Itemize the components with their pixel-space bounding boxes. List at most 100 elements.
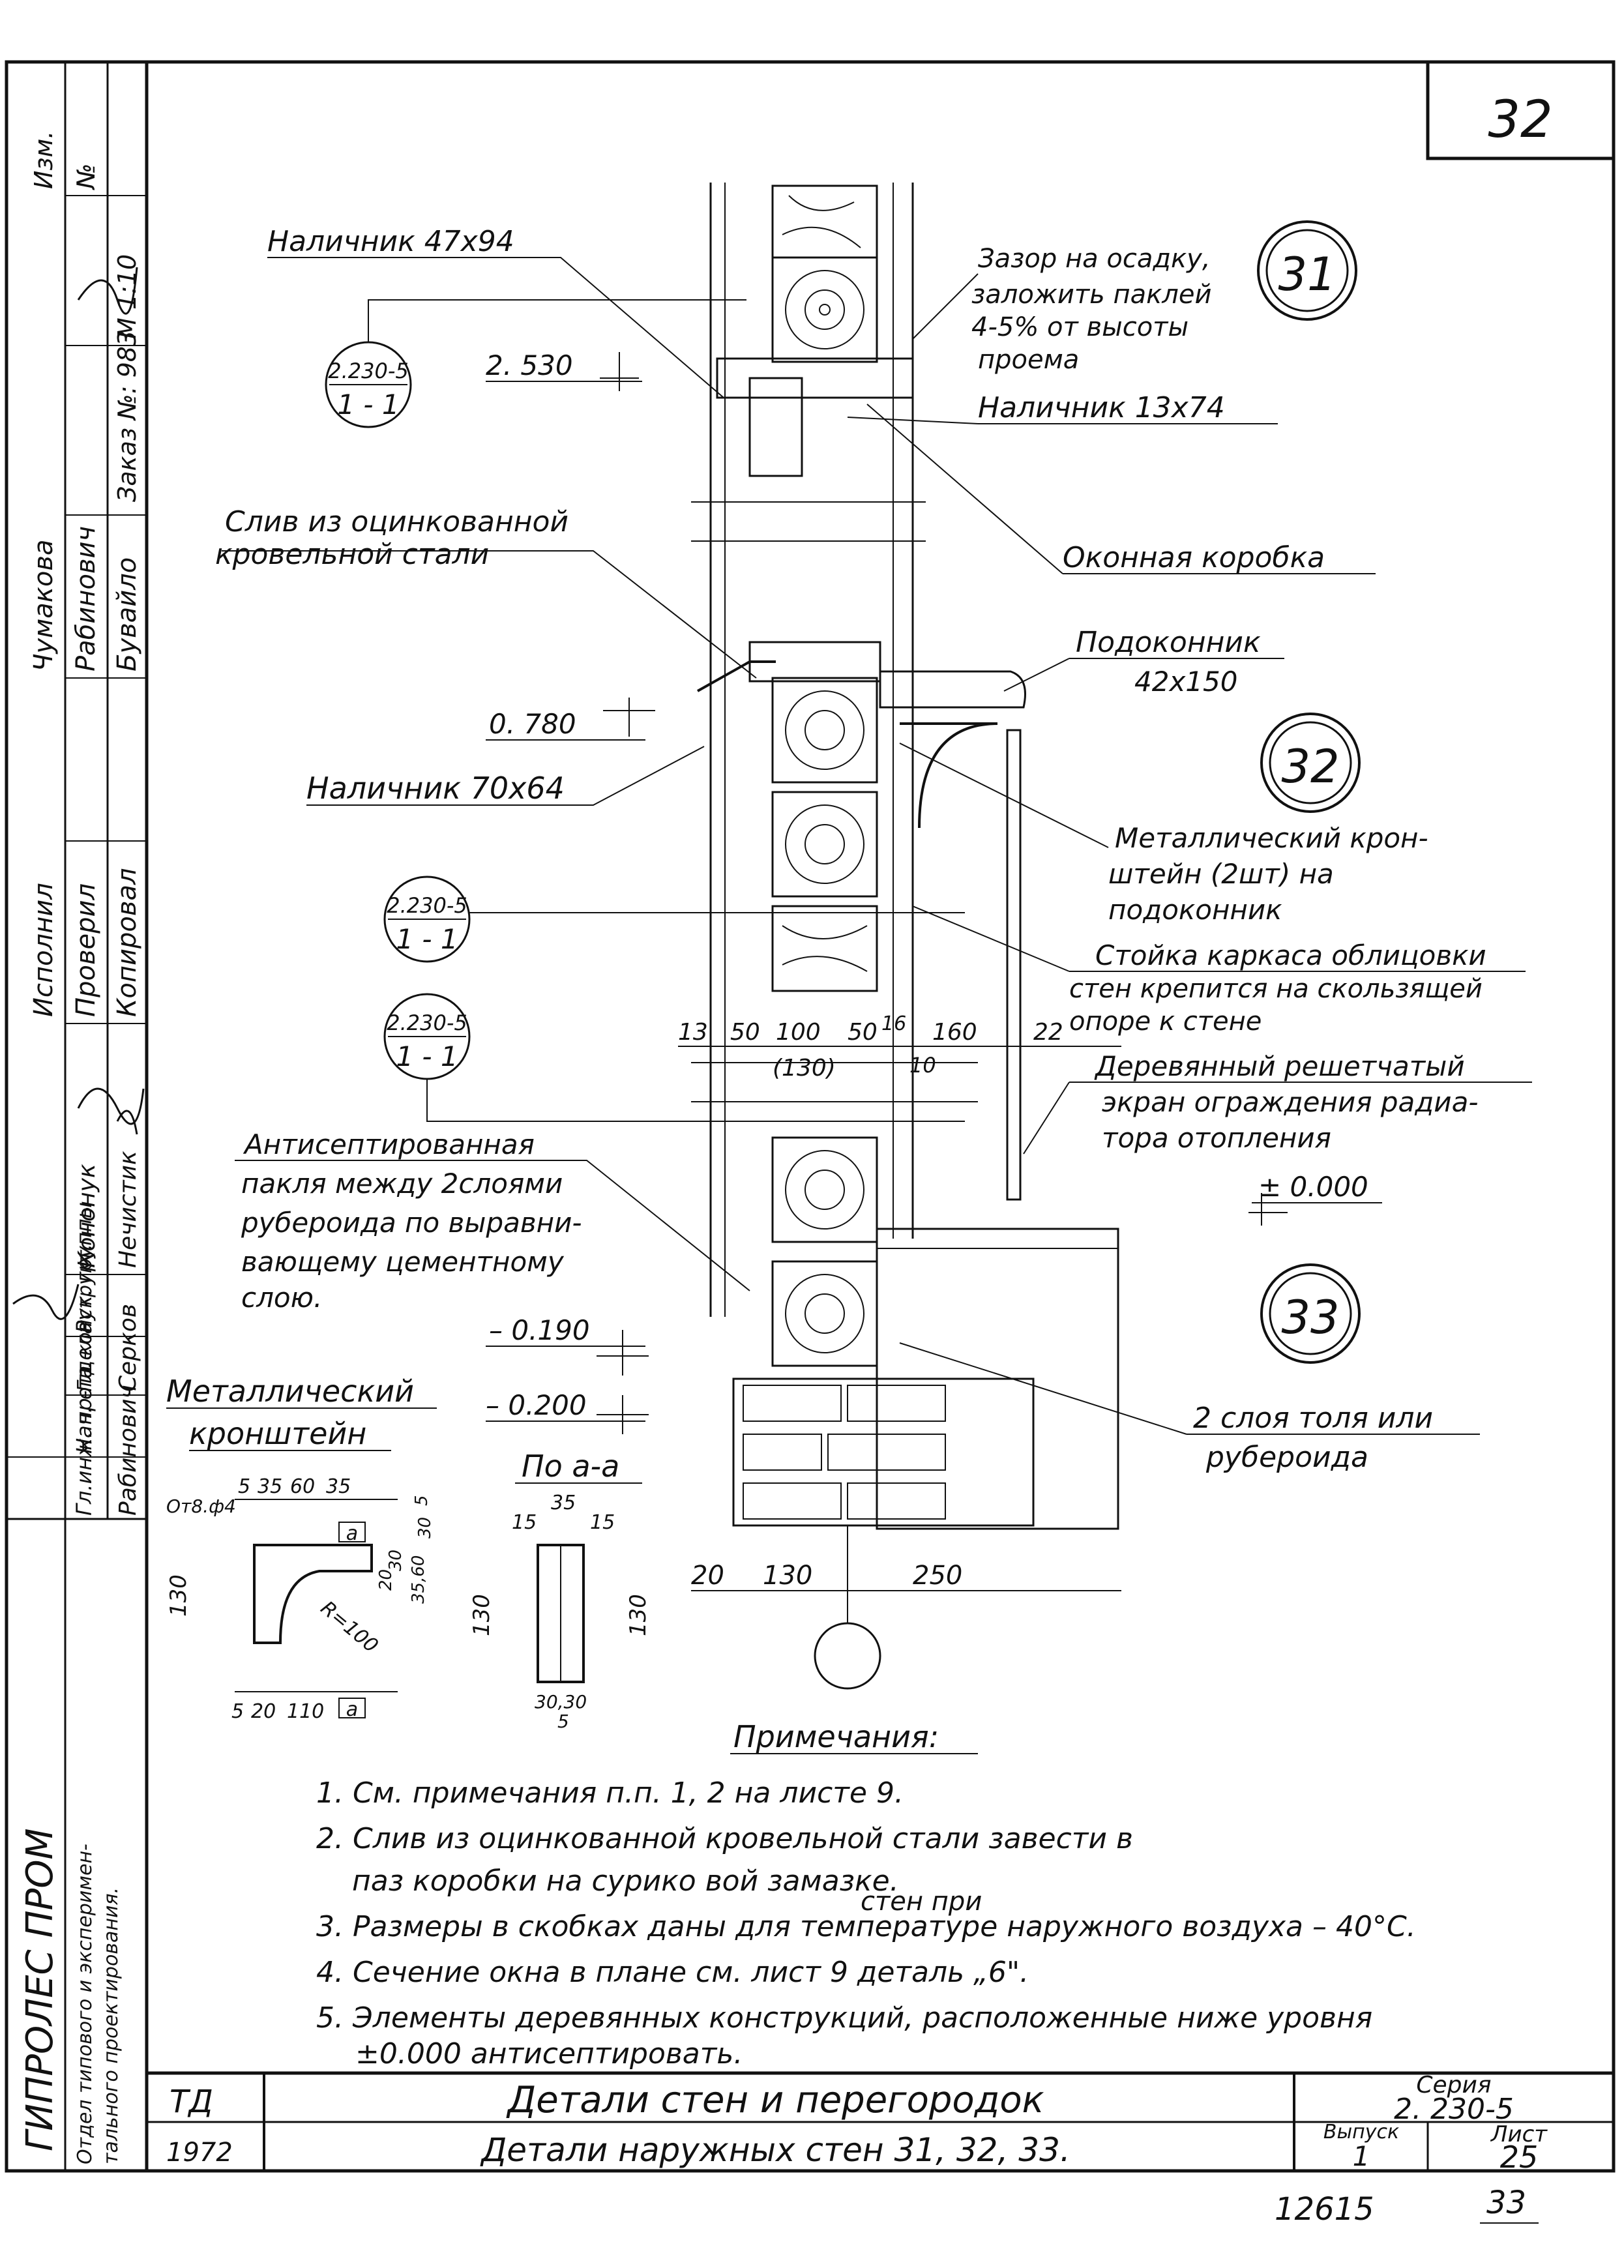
ref-3-bottom: 1 - 1	[396, 1040, 458, 1072]
label-tol-1: 2 слоя толя или	[1193, 1402, 1433, 1435]
sheet-frame	[5, 60, 1616, 2173]
section-aa-title: По а-а	[522, 1449, 619, 1484]
bracket-shape	[253, 1544, 373, 1644]
bracket-dim-110: 110	[287, 1700, 324, 1723]
level-m0200-text: – 0.200	[486, 1389, 587, 1421]
stamp-dept-2: тального проектирования.	[100, 1887, 123, 2164]
footer-page: 33	[1486, 2185, 1526, 2221]
stamp-role-3: Гл. конструкт.	[74, 1244, 96, 1392]
bracket-dim-5s: 5	[412, 1495, 432, 1506]
ref-bubble-1: 2.230-5 1 - 1	[325, 299, 746, 428]
ref-bubble-3: 2.230-5 1 - 1	[383, 993, 965, 1122]
note-4: 4. Сечение окна в плане см. лист 9 детал…	[316, 1956, 1029, 1989]
label-zazor-4: проема	[978, 345, 1079, 375]
bracket-dim-60: 60	[290, 1475, 315, 1498]
bracket-dim-30a: 30	[386, 1550, 406, 1571]
window-frame-top	[716, 357, 914, 399]
callout-33-label: 33	[1281, 1291, 1339, 1344]
dim-b130: 130	[763, 1561, 812, 1591]
bracket-dim-20s: 20	[376, 1569, 396, 1591]
bracket-detail: Металлический кронштейн 5 35 60 35 От8.ф…	[166, 1374, 437, 1723]
ref-1-bottom: 1 - 1	[337, 389, 399, 420]
bracket-dim-35b: 35	[326, 1475, 351, 1498]
note-2b: паз коробки на сурико вой замазке.	[352, 1864, 899, 1898]
level-m0200: – 0.200	[486, 1389, 649, 1434]
tb-vypusk-value: 1	[1353, 2140, 1370, 2172]
label-sliv-2: кровельной стали	[215, 538, 489, 571]
wall-section	[691, 183, 1119, 1690]
label-pakla-2: пакля между 2слоями	[241, 1168, 563, 1200]
stamp-name-3: Серков	[115, 1304, 141, 1392]
label-tol-2: рубероида	[1205, 1441, 1368, 1474]
level-0000-text: ± 0.000	[1258, 1171, 1368, 1203]
callout-31: 31	[1257, 220, 1357, 321]
label-podokonnik-2: 42х150	[1134, 666, 1237, 698]
tb-title-1: Детали стен и перегородок	[506, 2079, 1044, 2121]
level-0780: 0. 780	[486, 698, 655, 741]
footer-inv: 12615	[1275, 2191, 1374, 2228]
bracket-dim-130: 130	[166, 1574, 192, 1617]
stamp-role-2: Нач. отдела	[72, 1321, 96, 1454]
stamp-name-1: Кононук	[74, 1164, 100, 1268]
label-pakla-1: Антисептированная	[243, 1128, 535, 1160]
label-kron-2: штейн (2шт) на	[1108, 858, 1334, 890]
signature-2	[77, 1087, 145, 1125]
bracket-dim-35a: 35	[258, 1475, 282, 1498]
stamp-col-name-2: Рабинович	[71, 526, 101, 671]
note-1: 1. См. примечания п.п. 1, 2 на листе 9.	[316, 1776, 904, 1810]
radiator-screen	[1006, 729, 1022, 1201]
dim-50b: 50	[848, 1019, 878, 1046]
log-6	[771, 1136, 878, 1243]
tb-title-2: Детали наружных стен 31, 32, 33.	[480, 2131, 1070, 2169]
bracket-dim-3560: 35,60	[409, 1555, 428, 1604]
section-aa: По а-а 35 15 15 130 130 30,30 5	[469, 1449, 651, 1732]
log-3	[771, 677, 878, 784]
signature-1	[12, 1284, 80, 1320]
dim-13: 13	[678, 1019, 708, 1046]
note-2a: 2. Слив из оцинкованной кровельной стали…	[316, 1822, 1133, 1855]
ref-3-top: 2.230-5	[387, 1010, 467, 1035]
stamp-izm: Изм.	[29, 131, 58, 189]
label-nalichnik-70x64: Наличник 70х64	[306, 771, 565, 806]
bracket-dim-20: 20	[251, 1700, 276, 1723]
label-sliv-1: Слив из оцинкованной	[225, 505, 568, 538]
nalichnik-top	[748, 377, 803, 477]
dim-b20: 20	[691, 1561, 724, 1591]
callout-31-label: 31	[1278, 248, 1336, 301]
dimension-row-bottom: 20 130 250	[691, 1561, 1121, 1591]
dim-b250: 250	[913, 1561, 962, 1591]
section-dim-15b: 15	[590, 1511, 615, 1534]
signature-4	[77, 267, 138, 315]
section-dim-130a: 130	[469, 1594, 495, 1636]
stamp-col-label-3: Копировал	[112, 868, 142, 1017]
stamp-name-4: Рабинович	[115, 1385, 141, 1516]
sill-bracket	[900, 722, 998, 829]
label-zazor-3: 4-5% от высоты	[971, 312, 1188, 342]
bricks	[743, 1385, 946, 1520]
stamp-no: №	[72, 163, 100, 190]
callout-32: 32	[1260, 713, 1361, 813]
log-2	[771, 256, 878, 363]
section-dim-3030: 30,30	[535, 1691, 587, 1713]
label-pakla-4: вающему цементному	[241, 1246, 565, 1278]
label-nalichnik-13x74: Наличник 13х74	[978, 391, 1225, 424]
stamp-col-name-1: Чумакова	[29, 540, 59, 672]
dim-160: 160	[932, 1019, 977, 1046]
dim-16: 16	[881, 1012, 906, 1035]
sheet-number: 32	[1488, 91, 1552, 149]
label-zazor-2: заложить паклей	[971, 280, 1211, 310]
note-5a: 5. Элементы деревянных конструкций, расп…	[316, 2001, 1372, 2035]
bracket-title-2: кронштейн	[189, 1416, 366, 1451]
stamp-order: Заказ №: 983	[113, 331, 141, 502]
side-stamp: ГИПРОЛЕС ПРОМ Отдел типового и экспериме…	[7, 62, 147, 2171]
level-0000: ± 0.000	[1248, 1171, 1382, 1226]
title-block: ТД 1972 Детали стен и перегородок Детали…	[147, 2071, 1614, 2175]
signature-3	[116, 1110, 138, 1135]
stamp-org: ГИПРОЛЕС ПРОМ	[19, 1828, 61, 2151]
dim-100: 100	[776, 1019, 821, 1046]
stamp-role-4: Рук. группы	[72, 1202, 96, 1333]
note-5b: ±0.000 антисептировать.	[355, 2037, 743, 2070]
section-dim-15a: 15	[512, 1511, 537, 1534]
label-ekran-3: тора отопления	[1102, 1122, 1331, 1154]
axis-bubble	[814, 1622, 881, 1690]
